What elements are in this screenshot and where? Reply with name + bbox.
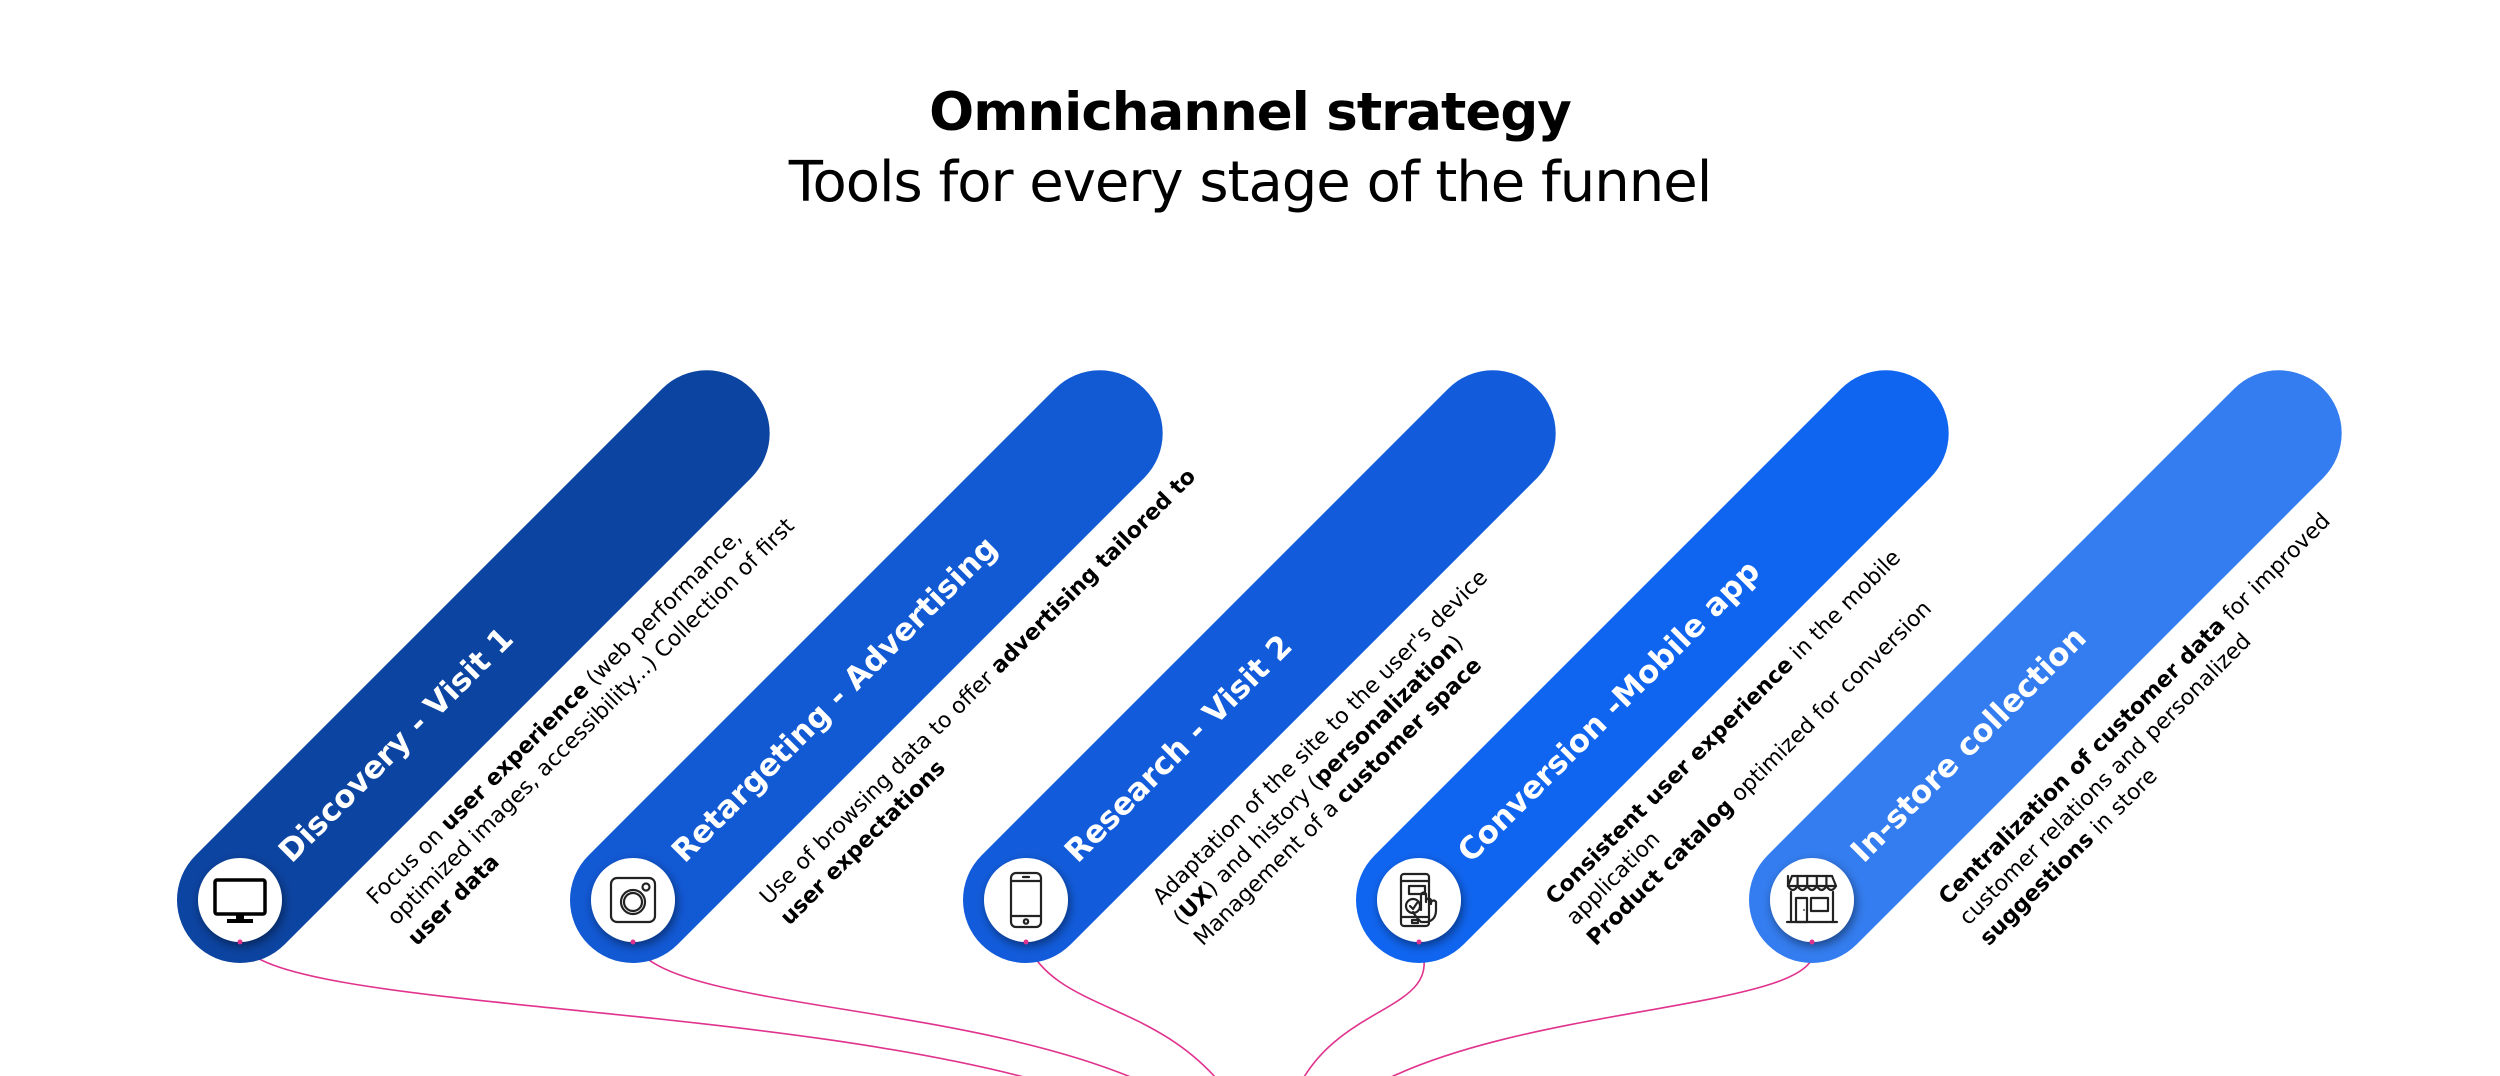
connector-anchor — [630, 939, 636, 945]
smartphone-icon — [984, 858, 1068, 945]
stage-pill — [1356, 370, 1949, 963]
connector-line — [239, 941, 1023, 1076]
connector-lines — [239, 941, 1815, 1076]
page-subtitle: Tools for every stage of the funnel — [788, 150, 1713, 215]
mobile-app-tap-icon — [1377, 858, 1461, 945]
storefront-icon — [1770, 858, 1854, 945]
connector-line — [1025, 941, 1216, 1076]
connector-line — [632, 941, 1131, 1076]
connector-anchor — [237, 939, 243, 945]
stage-pill — [1749, 370, 2342, 963]
connector-anchor — [1023, 939, 1029, 945]
stage-pill — [963, 370, 1556, 963]
desktop-monitor-icon — [198, 858, 282, 945]
connector-line — [1391, 941, 1815, 1076]
connector-anchor — [1809, 939, 1815, 945]
instagram-icon — [591, 858, 675, 945]
page-title: Omnichannel strategy — [929, 82, 1572, 143]
connector-line — [1303, 941, 1425, 1076]
connector-anchor — [1416, 939, 1422, 945]
stage-pill — [177, 370, 770, 963]
stage-pill — [570, 370, 1163, 963]
